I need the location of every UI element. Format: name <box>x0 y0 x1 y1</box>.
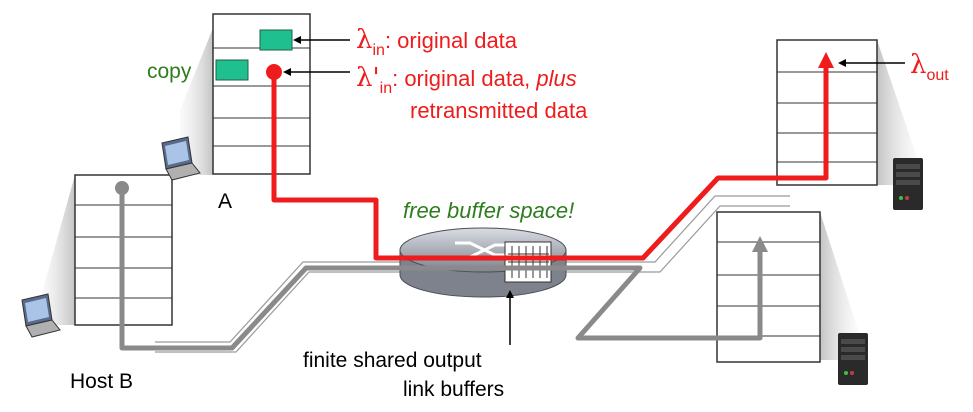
lambda-out-symbol: λ <box>910 50 926 80</box>
grey-flow-source-dot <box>115 181 129 195</box>
free-buffer-label: free buffer space! <box>403 198 574 223</box>
red-flow <box>271 65 829 261</box>
link-right <box>565 195 790 273</box>
red-flow-source-dot <box>266 64 282 80</box>
lambda-prime-pointer-head <box>283 68 291 76</box>
buffers-label-line2: link buffers <box>403 378 504 401</box>
grey-flow-arrowhead <box>752 236 768 252</box>
link-left <box>155 261 405 353</box>
lambda-in-pointer-head <box>293 36 301 44</box>
host-b-label: Host B <box>70 370 133 393</box>
output-buffer <box>504 241 552 283</box>
server-icon <box>893 158 923 210</box>
lambda-prime-in-symbol: λ' <box>356 63 380 93</box>
lambda-in-label: λin: original data <box>356 25 518 59</box>
lambda-in-symbol: λ <box>356 25 372 55</box>
grey-flow <box>119 188 763 351</box>
copy-label: copy <box>147 60 192 83</box>
lambda-out-pointer-head <box>838 59 846 67</box>
buffer-pointer-head <box>506 290 514 298</box>
host-a-label: A <box>218 190 232 213</box>
lambda-prime-in-description: : original data, <box>392 66 536 91</box>
server-icon <box>838 333 868 385</box>
packet-original <box>259 29 293 51</box>
lambda-prime-in-subscript: in <box>380 80 392 97</box>
laptop-icon <box>161 136 201 181</box>
stack-shadow <box>40 175 75 325</box>
lambda-out-subscript: out <box>926 67 949 84</box>
lambda-in-subscript: in <box>372 42 384 59</box>
laptop-icon <box>21 293 61 338</box>
lambda-in-description: : original data <box>385 28 518 53</box>
buffers-label-line1: finite shared output <box>303 349 482 372</box>
lambda-out-label: λout <box>910 50 949 84</box>
red-flow-arrowhead <box>818 52 834 68</box>
lambda-prime-in-line2: retransmitted data <box>410 98 588 123</box>
stack-shadow <box>820 212 858 360</box>
lambda-prime-in-label: λ'in: original data, plus <box>356 63 577 97</box>
lambda-prime-in-emphasis: plus <box>535 66 576 91</box>
packet-copy <box>215 59 249 81</box>
stack-shadow <box>877 40 918 185</box>
